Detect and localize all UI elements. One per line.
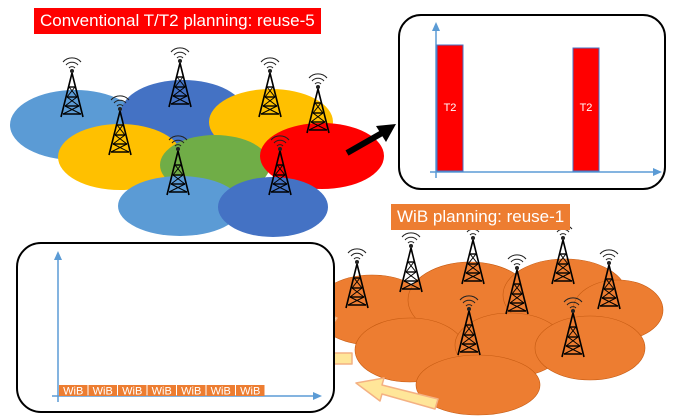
cell-red: [260, 123, 384, 189]
wib-block: [88, 385, 117, 396]
cell-yellow-left: [58, 124, 182, 190]
wib-block-label: WiB: [152, 386, 172, 398]
wib-block-label: WiB: [122, 386, 142, 398]
wib-block-label: WiB: [211, 386, 231, 398]
wib-block-label: WiB: [181, 386, 201, 398]
wib-title-label: WiB planning: reuse-1: [391, 204, 571, 230]
wib-block-label: WiB: [240, 386, 260, 398]
wib-block-label: WiB: [93, 386, 113, 398]
wib-cell: [534, 315, 646, 381]
conventional-cell-group: [10, 80, 384, 237]
wib-block-row: WiB WiB WiB WiB WiB WiB WiB: [59, 385, 265, 398]
t2-bar: [436, 44, 464, 172]
cell-light-blue-bottom: [118, 176, 242, 236]
t2-bar-label: T2: [444, 102, 457, 114]
conventional-title-label: Conventional T/T2 planning: reuse-5: [34, 8, 321, 34]
wib-block: [147, 385, 176, 396]
wib-block-label: WiB: [63, 386, 83, 398]
cell-dark-blue-bottom: [218, 177, 328, 237]
t2-bar: [572, 47, 600, 172]
wib-block: [206, 385, 235, 396]
wib-cell: [415, 354, 541, 416]
wib-block: [59, 385, 88, 396]
yellow-arrow-icon: [355, 377, 439, 410]
bottom-chart-panel: WiB WiB WiB WiB WiB WiB WiB: [16, 242, 335, 413]
wib-block: [118, 385, 147, 396]
black-arrow-icon: [345, 124, 396, 156]
wib-block: [177, 385, 206, 396]
t2-bar-label: T2: [580, 102, 593, 114]
top-chart-panel: T2 T2: [398, 14, 666, 190]
wib-block: [236, 385, 265, 396]
